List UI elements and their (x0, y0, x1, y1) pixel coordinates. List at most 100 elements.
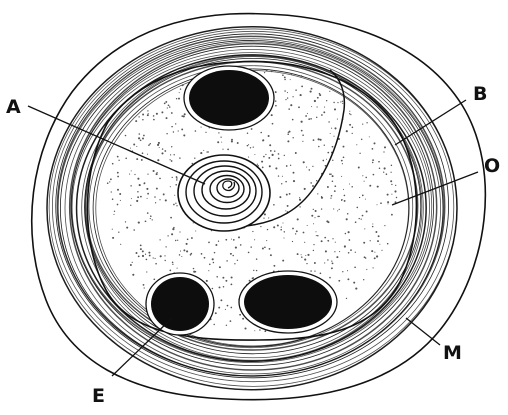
stipple-dot (230, 307, 232, 309)
stipple-dot (159, 239, 160, 240)
stipple-dot (351, 186, 353, 188)
stipple-dot (321, 114, 323, 116)
stipple-dot (230, 320, 232, 322)
stipple-dot (155, 202, 156, 203)
stipple-dot (267, 229, 268, 230)
stipple-dot (310, 91, 312, 93)
stipple-dot (359, 153, 360, 154)
stipple-dot (142, 119, 143, 120)
stipple-dot (275, 100, 276, 101)
stipple-dot (361, 218, 362, 219)
stipple-dot (231, 139, 233, 141)
stipple-dot (304, 188, 306, 190)
stipple-dot (347, 213, 349, 215)
leader-a (28, 106, 205, 184)
stipple-dot (165, 199, 167, 201)
stipple-dot (362, 124, 363, 125)
stipple-dot (303, 232, 305, 234)
stipple-dot (179, 231, 180, 232)
stipple-dot (314, 270, 315, 271)
stipple-dot (275, 70, 276, 71)
stipple-dot (132, 262, 133, 263)
stipple-dot (270, 254, 272, 256)
stipple-dot (234, 263, 235, 264)
stipple-dot (131, 170, 132, 171)
stipple-dot (208, 270, 209, 271)
label-e: E (92, 385, 105, 407)
stipple-dot (369, 185, 371, 187)
stipple-dot (311, 215, 313, 217)
stipple-dot (332, 262, 334, 264)
stipple-dot (118, 232, 119, 233)
stipple-dot (373, 142, 375, 144)
stipple-dot (343, 189, 344, 190)
stipple-dot (262, 139, 264, 141)
stipple-dot (142, 138, 144, 140)
stipple-dot (254, 239, 255, 240)
stipple-dot (336, 256, 338, 258)
stipple-dot (278, 158, 280, 160)
stipple-dot (159, 199, 160, 200)
stipple-dot (112, 198, 114, 200)
stipple-dot (259, 329, 261, 331)
stipple-dot (150, 218, 151, 219)
stipple-dot (387, 203, 388, 204)
stipple-dot (209, 264, 211, 266)
stipple-dot (137, 196, 139, 198)
stipple-dot (338, 280, 340, 282)
stipple-dot (372, 159, 374, 161)
stipple-dot (176, 176, 178, 178)
stipple-dot (153, 170, 155, 172)
stipple-dot (363, 279, 364, 280)
stipple-dot (391, 165, 392, 166)
stipple-dot (311, 88, 313, 90)
stipple-dot (153, 119, 155, 121)
stipple-dot (125, 221, 126, 222)
stipple-dot (134, 174, 135, 175)
stipple-dot (184, 113, 186, 115)
stipple-dot (363, 242, 365, 244)
stipple-dot (147, 173, 148, 174)
stipple-dot (274, 150, 276, 152)
stipple-dot (373, 174, 375, 176)
stipple-dot (193, 271, 195, 273)
stipple-dot (130, 264, 132, 266)
stipple-dot (158, 142, 160, 144)
stipple-dot (379, 244, 380, 245)
stipple-dot (348, 231, 350, 233)
stipple-dot (244, 327, 246, 329)
stipple-dot (295, 152, 297, 154)
stipple-dot (165, 260, 166, 261)
stipple-dot (136, 146, 137, 147)
stipple-dot (231, 276, 233, 278)
stipple-dot (140, 139, 142, 141)
stipple-dot (365, 257, 367, 259)
stipple-dot (347, 270, 348, 271)
stipple-dot (120, 200, 121, 201)
stipple-dot (366, 122, 367, 123)
stipple-dot (154, 196, 156, 198)
stipple-dot (212, 288, 214, 290)
stipple-dot (193, 268, 194, 269)
stipple-dot (143, 135, 145, 137)
stipple-dot (256, 270, 257, 271)
stipple-dot (289, 193, 291, 195)
stipple-dot (349, 239, 351, 241)
stipple-dot (282, 176, 283, 177)
stipple-dot (225, 309, 226, 310)
stipple-dot (354, 266, 356, 268)
stipple-dot (332, 175, 334, 177)
stipple-dot (136, 200, 138, 202)
stipple-dot (364, 228, 365, 229)
stipple-dot (112, 229, 113, 230)
stipple-dot (266, 240, 267, 241)
stipple-dot (275, 167, 277, 169)
stipple-dot (172, 262, 174, 264)
stipple-dot (324, 237, 326, 239)
stipple-dot (219, 286, 221, 288)
stipple-dot (175, 240, 176, 241)
stipple-dot (260, 226, 261, 227)
stipple-dot (213, 262, 215, 264)
stipple-dot (364, 181, 365, 182)
stipple-dot (280, 229, 282, 231)
